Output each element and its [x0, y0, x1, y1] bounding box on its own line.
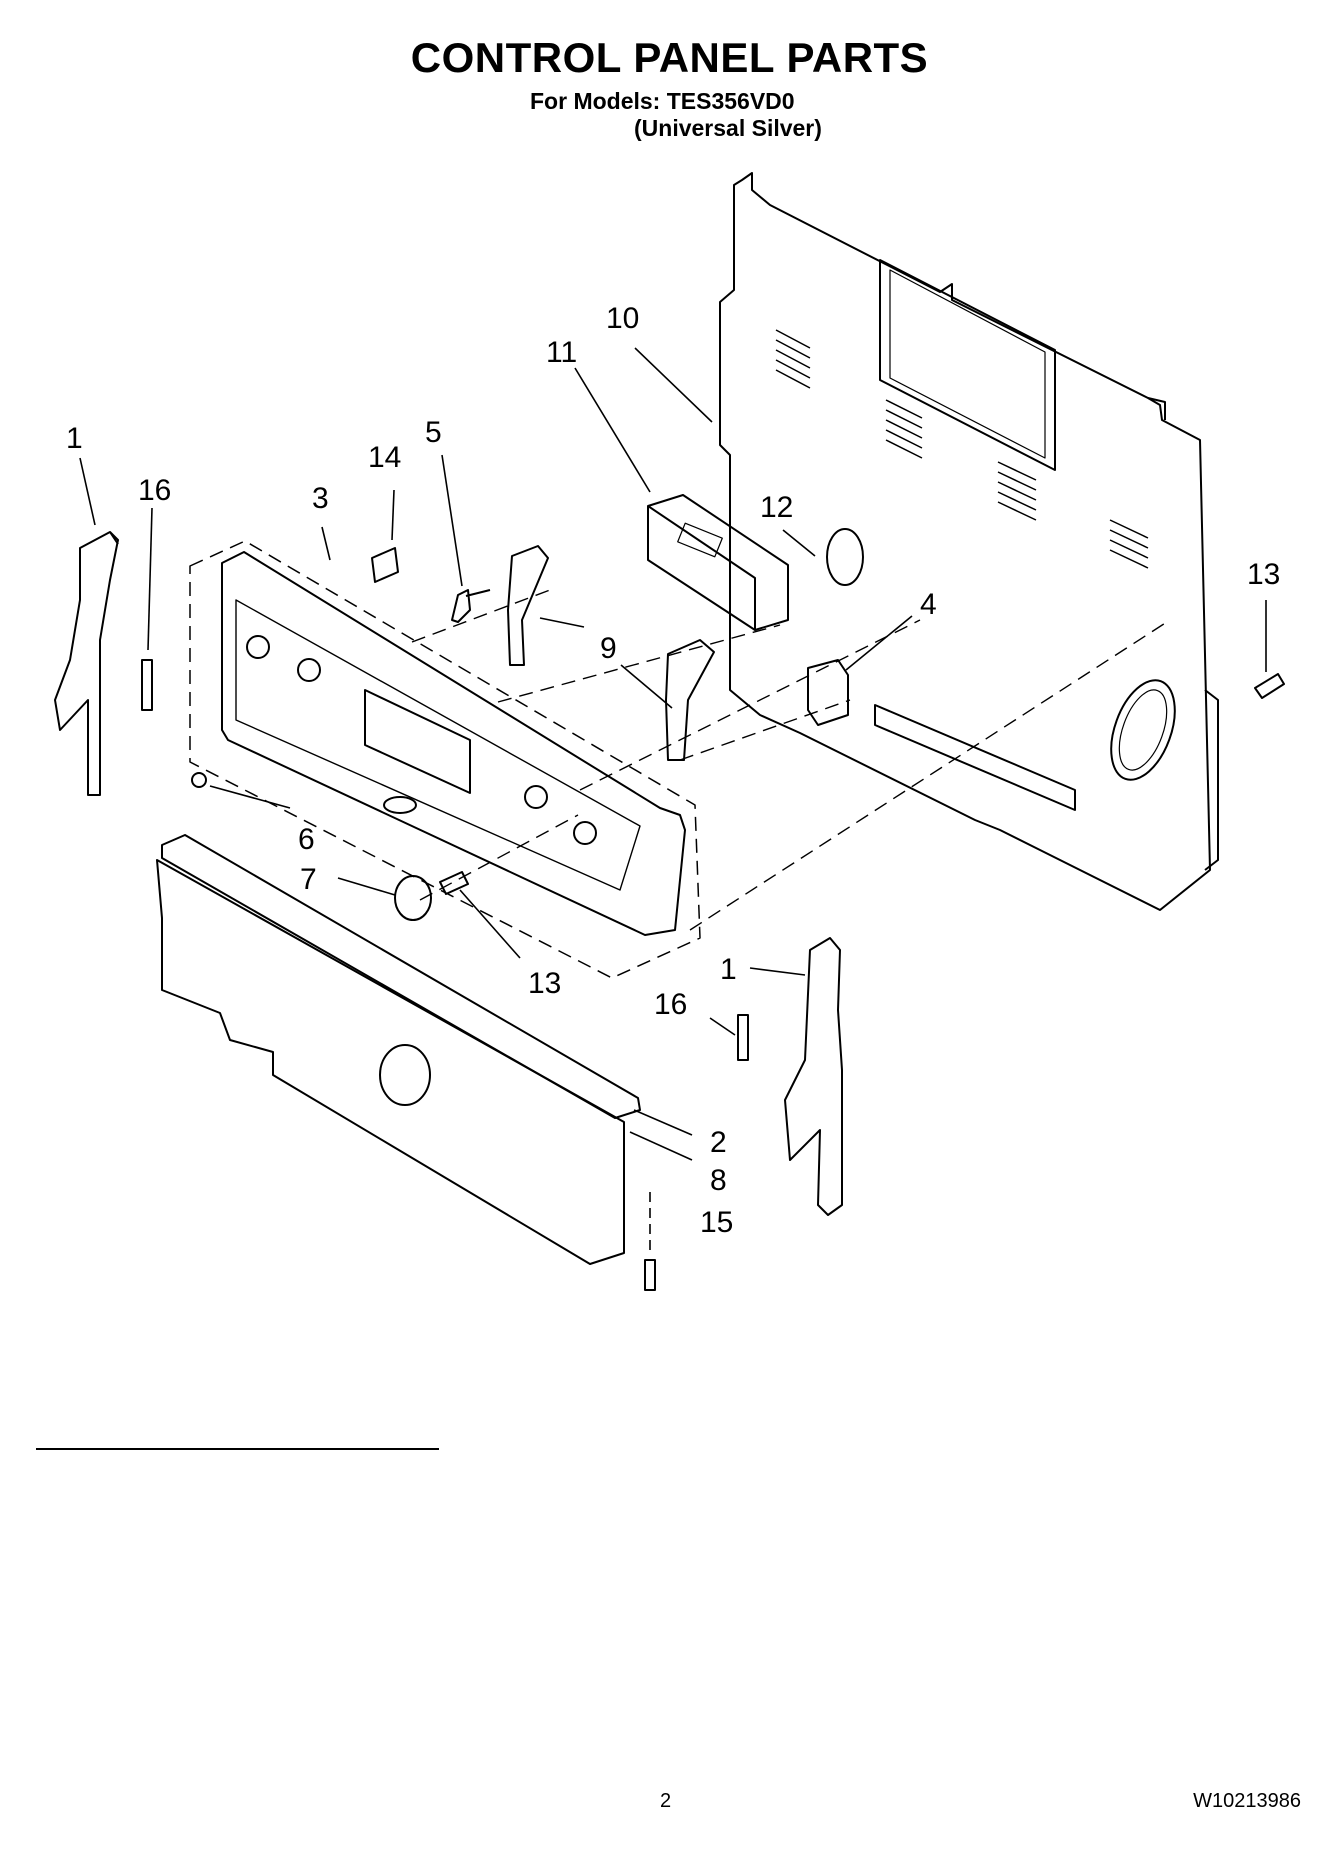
side-bracket-right	[784, 937, 843, 1216]
page-number: 2	[660, 1790, 672, 1812]
screw-right	[1254, 673, 1285, 699]
callout-16-right: 16	[654, 988, 687, 1021]
screw-15	[644, 1259, 656, 1291]
model-info: For Models: TES356VD0 (Universal Silver)	[530, 88, 822, 142]
callout-3: 3	[312, 482, 329, 515]
models-line: For Models: TES356VD0	[530, 88, 795, 114]
callout-4: 4	[920, 588, 937, 621]
clip-right	[737, 1014, 749, 1061]
divider-line	[36, 1448, 439, 1450]
callout-9: 9	[600, 632, 617, 665]
side-bracket-left	[54, 531, 119, 796]
clip-left	[141, 659, 153, 711]
callout-2: 2	[710, 1126, 727, 1159]
overlay-strip-lower	[665, 639, 715, 761]
callout-8: 8	[710, 1164, 727, 1197]
component-4	[807, 659, 849, 726]
callout-1-left: 1	[66, 422, 83, 455]
callout-15: 15	[700, 1206, 733, 1239]
electronic-control	[647, 494, 789, 631]
callout-11: 11	[546, 336, 577, 369]
overlay-strip-upper	[507, 545, 549, 666]
page-title: CONTROL PANEL PARTS	[410, 34, 929, 81]
callout-13-bottom: 13	[528, 967, 561, 1000]
callout-5: 5	[425, 416, 442, 449]
control-panel-console	[221, 551, 686, 936]
leader-lines	[79, 347, 1267, 1255]
panel-dashed-outline	[189, 540, 701, 979]
callout-1-right: 1	[720, 953, 737, 986]
lower-trim	[156, 834, 641, 1265]
grommet-12	[826, 528, 864, 586]
projection-lines	[411, 589, 1171, 931]
callout-7: 7	[300, 863, 317, 896]
callout-16-left: 16	[138, 474, 171, 507]
rear-panel	[719, 172, 1219, 911]
harness-5	[451, 589, 491, 623]
clip-14	[371, 547, 399, 583]
callout-13-right: 13	[1247, 558, 1280, 591]
callout-6: 6	[298, 823, 315, 856]
knob-7	[394, 875, 432, 921]
variant-line: (Universal Silver)	[634, 115, 822, 141]
document-number: W10213986	[1193, 1790, 1301, 1812]
callout-10: 10	[606, 302, 639, 335]
callout-14: 14	[368, 441, 401, 474]
plug-6	[191, 772, 207, 788]
screw-bottom	[439, 871, 469, 895]
callout-12: 12	[760, 491, 793, 524]
